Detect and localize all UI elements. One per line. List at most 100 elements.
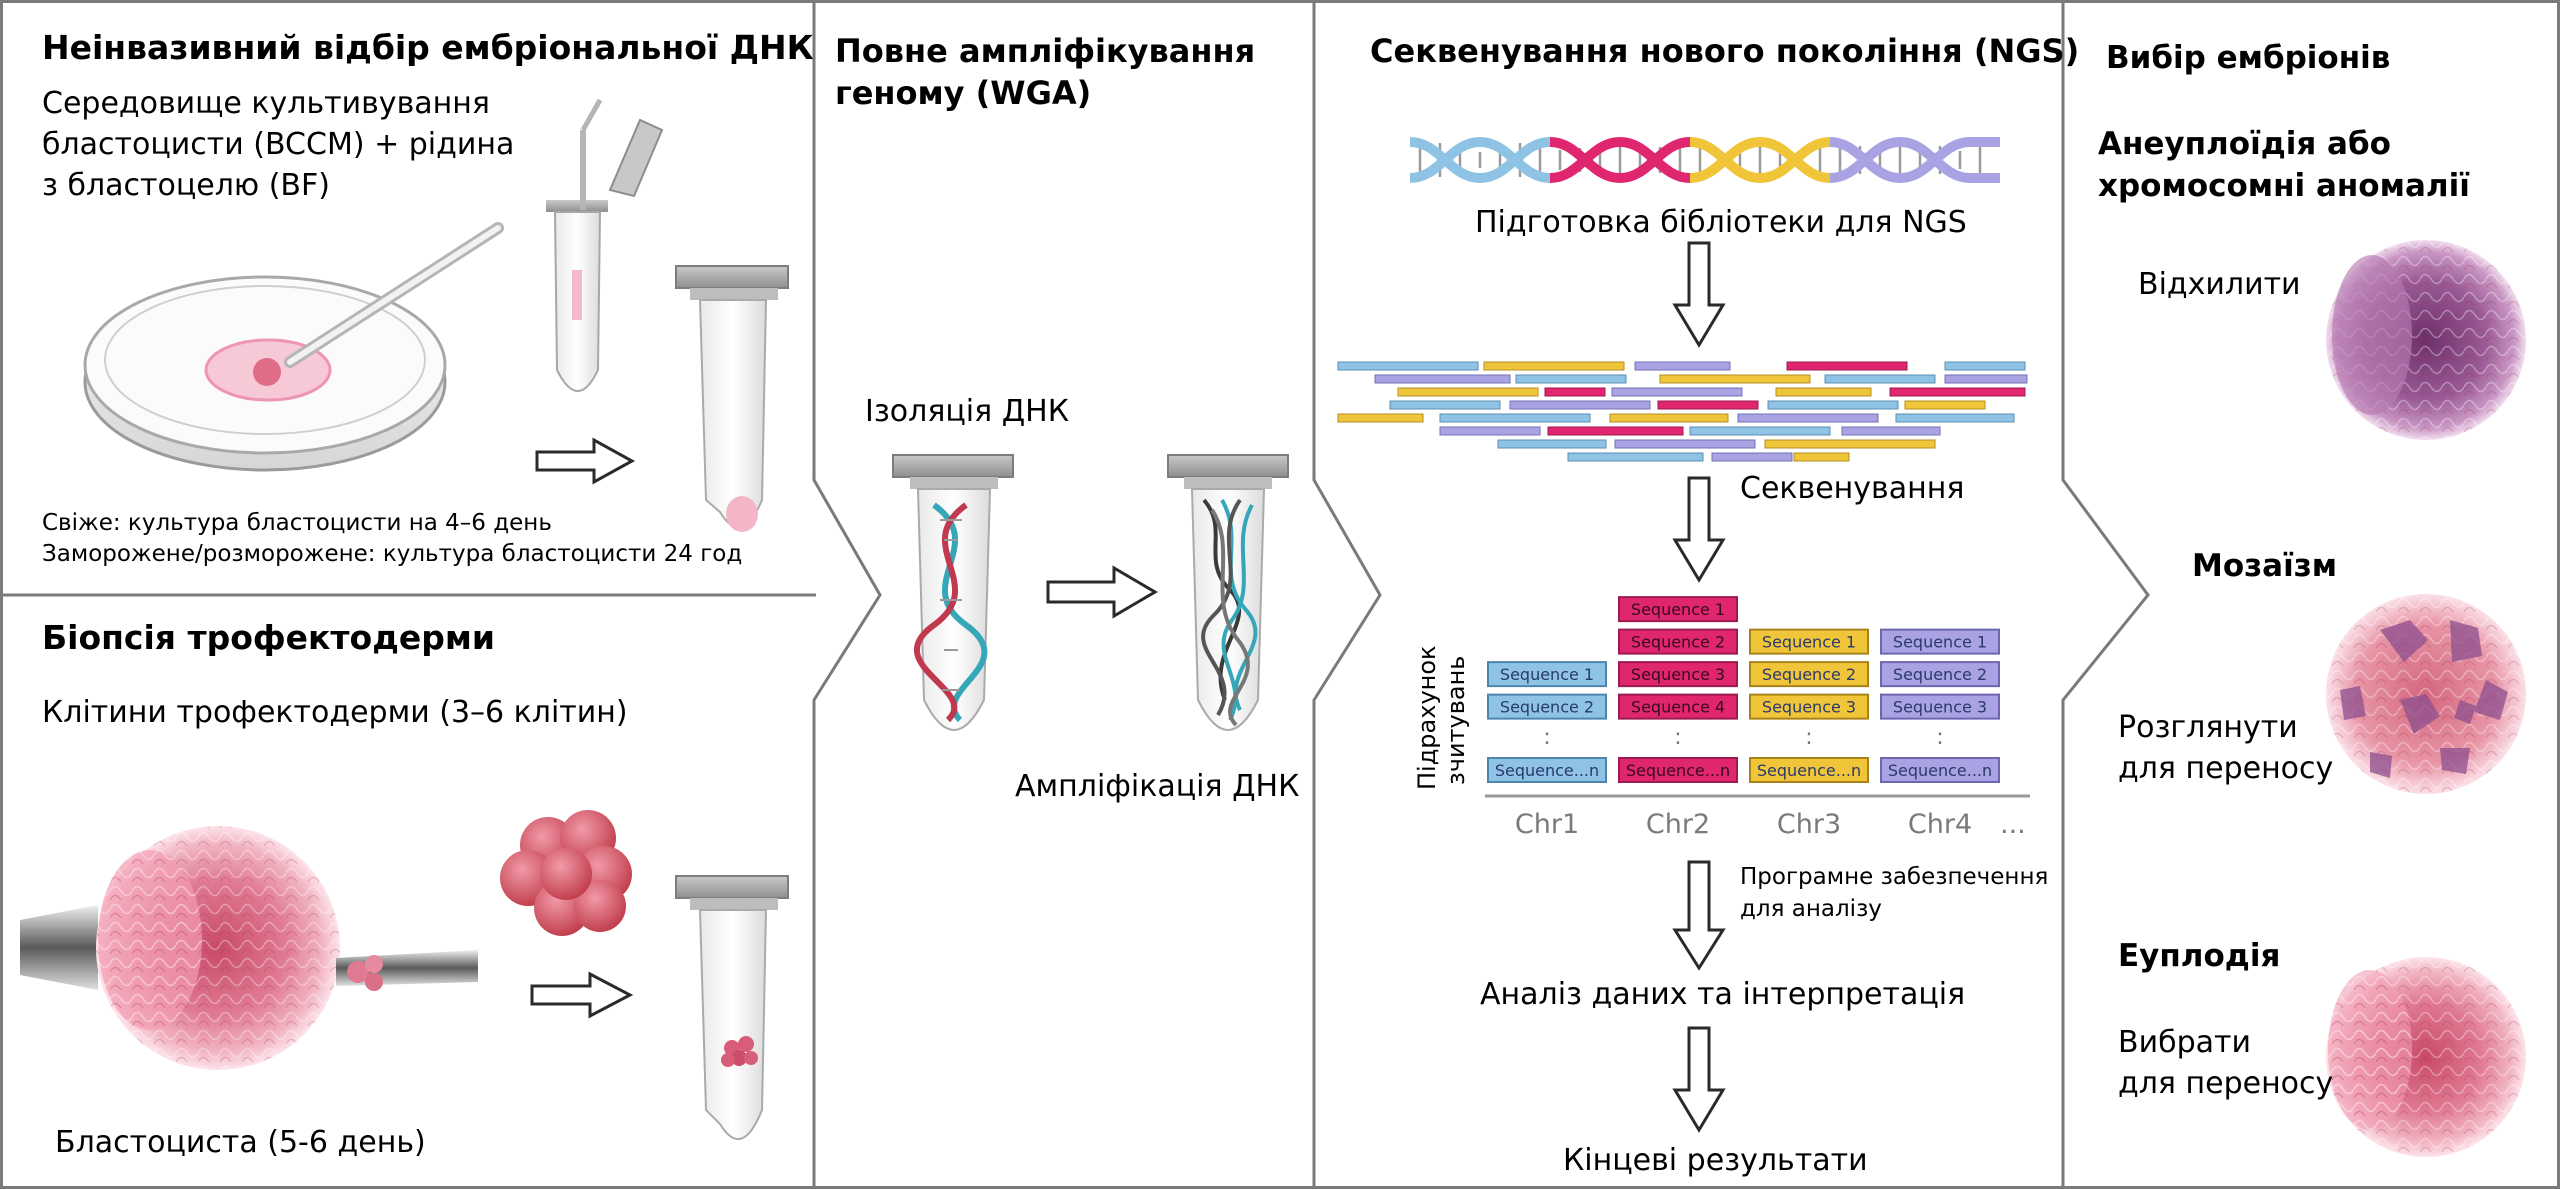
sequence-label: Sequence 1: [1500, 665, 1594, 684]
panel-trophectoderm-biopsy: Біопсія трофектодерми Клітини трофектоде…: [20, 618, 789, 1160]
select-line-1: Вибрати: [2118, 1025, 2251, 1060]
consider-line-1: Розглянути: [2118, 710, 2298, 745]
software-line-2: для аналізу: [1740, 896, 1882, 922]
read-count-label-line-1: Підрахунок: [1413, 645, 1441, 790]
sequence-box: [1749, 693, 1869, 720]
sequence-label: Sequence 2: [1893, 665, 1987, 684]
sequence-box: [1618, 661, 1738, 688]
sequence-label: Sequence 3: [1631, 665, 1725, 684]
panel-ngs: Секвенування нового покоління (NGS): [1337, 32, 2079, 1178]
panel5-title: Вибір ембріонів: [2106, 40, 2390, 76]
panel1-medium-line-3: з бластоцелю (BF): [42, 168, 330, 203]
sequence-dots: :: [1543, 725, 1550, 750]
consider-line-2: для переносу: [2118, 751, 2333, 786]
sequence-box: [1749, 628, 1869, 655]
sequence-label: Sequence...n: [1626, 761, 1730, 780]
sequence-label: Sequence 4: [1631, 698, 1725, 717]
sequence-label: Sequence...n: [1888, 761, 1992, 780]
panel4-title: Секвенування нового покоління (NGS): [1370, 32, 2079, 70]
sample-tube-icon: [675, 265, 789, 532]
sequence-box: [1749, 661, 1869, 688]
sequence-box: [1487, 757, 1607, 783]
biopsy-pipette-icon: [336, 950, 478, 991]
sequence-label: Sequence 3: [1893, 698, 1987, 717]
select-line-2: для переносу: [2118, 1066, 2333, 1101]
panel1-medium-line-2: бластоцисти (BCCM) + рідина: [42, 127, 514, 162]
sequence-label: Sequence 1: [1762, 633, 1856, 652]
mosaic-label: Мозаїзм: [2192, 548, 2337, 584]
sequence-label: Sequence 2: [1762, 665, 1856, 684]
euploid-embryo-icon: [2326, 957, 2526, 1157]
chr-ellipsis: ...: [2000, 809, 2026, 840]
aneuploidy-line-1: Анеуплоїдія або: [2098, 126, 2391, 162]
software-line-1: Програмне забезпечення: [1740, 864, 2048, 890]
panel-embryo-selection: Вибір ембріонів Анеуплоїдія або хромосом…: [2098, 40, 2526, 1157]
panel2-title: Біопсія трофектодерми: [42, 618, 495, 657]
isolation-tube-icon: [892, 454, 1014, 731]
holding-pipette-icon: [20, 905, 98, 990]
sequence-label: Sequence...n: [1757, 761, 1861, 780]
chr1-label: Chr1: [1515, 809, 1579, 840]
panel1-note-line-1: Свіже: культура бластоцисти на 4–6 день: [42, 510, 552, 536]
cells-tube-icon: [675, 875, 789, 1141]
panel2-cells: Клітини трофектодерми (3–6 клітин): [42, 695, 628, 730]
blastocyst-icon: [96, 826, 340, 1070]
sequence-box: [1880, 757, 2000, 783]
euploidy-label: Еуплодія: [2118, 938, 2280, 974]
panel3-amplification: Ампліфікація ДНК: [1015, 769, 1299, 804]
sequence-stacks: Sequence 1 Sequence 2 Sequence...n: Sequenc…: [1487, 596, 2000, 783]
mosaic-embryo-icon: [2326, 594, 2526, 794]
chr4-label: Chr4: [1908, 809, 1972, 840]
panel-noninvasive: Неінвазивний відбір ембріональної ДНК Се…: [42, 28, 814, 567]
panel3-title-line-1: Повне ампліфікування: [835, 32, 1255, 70]
amplification-tube-icon: [1167, 454, 1289, 731]
dna-helix-icon: [1409, 136, 2000, 184]
sequence-box: [1618, 596, 1738, 623]
panel-wga: Повне ампліфікування геному (WGA) Ізоляц…: [835, 32, 1299, 804]
panel1-medium-line-1: Середовище культивування: [42, 86, 490, 121]
arrow-icon: [535, 437, 636, 485]
arrow-down-icon: [1672, 476, 1726, 583]
arrow-icon: [530, 971, 634, 1019]
aneuploid-embryo-icon: [2326, 240, 2526, 440]
petri-dish-icon: [83, 275, 447, 472]
analysis-label: Аналіз даних та інтерпретація: [1480, 977, 1965, 1012]
sequence-box: [1487, 661, 1607, 688]
sequence-box: [1618, 693, 1738, 720]
pipette-icon: [284, 222, 504, 368]
sequence-box: [1880, 661, 2000, 688]
panel1-title: Неінвазивний відбір ембріональної ДНК: [42, 28, 814, 67]
reject-label: Відхилити: [2138, 267, 2301, 302]
arrow-icon: [1046, 565, 1158, 619]
sequence-label: Sequence 3: [1762, 698, 1856, 717]
sequence-label: Sequence...n: [1495, 761, 1599, 780]
arrow-down-icon: [1672, 241, 1726, 348]
sequence-box: [1880, 693, 2000, 720]
sequence-label: Sequence 1: [1893, 633, 1987, 652]
cell-cluster-icon: [500, 810, 632, 936]
panel3-isolation: Ізоляція ДНК: [865, 394, 1069, 429]
sequence-box: [1880, 628, 2000, 655]
sequence-box: [1487, 693, 1607, 720]
panel1-note-line-2: Заморожене/розморожене: культура бластоц…: [42, 541, 742, 567]
sequence-box: [1618, 757, 1738, 783]
chr2-label: Chr2: [1646, 809, 1710, 840]
panel3-title-line-2: геному (WGA): [835, 74, 1091, 112]
sequencing-reads-icon: [1337, 361, 2028, 462]
sequence-label: Sequence 1: [1631, 600, 1725, 619]
sequence-dots: :: [1674, 725, 1681, 750]
sequence-box: [1618, 628, 1738, 655]
sequence-box: [1749, 757, 1869, 783]
final-results-label: Кінцеві результати: [1563, 1143, 1868, 1178]
ngs-library-label: Підготовка бібліотеки для NGS: [1475, 205, 1967, 240]
sequence-dots: :: [1936, 725, 1943, 750]
sequence-label: Sequence 2: [1500, 698, 1594, 717]
read-count-label-line-2: зчитувань: [1442, 656, 1470, 785]
sequence-label: Sequence 2: [1631, 633, 1725, 652]
sequence-dots: :: [1805, 725, 1812, 750]
sequencing-label: Секвенування: [1740, 471, 1964, 506]
arrow-down-icon: [1672, 860, 1726, 971]
aneuploidy-line-2: хромосомні аномалії: [2098, 168, 2470, 204]
